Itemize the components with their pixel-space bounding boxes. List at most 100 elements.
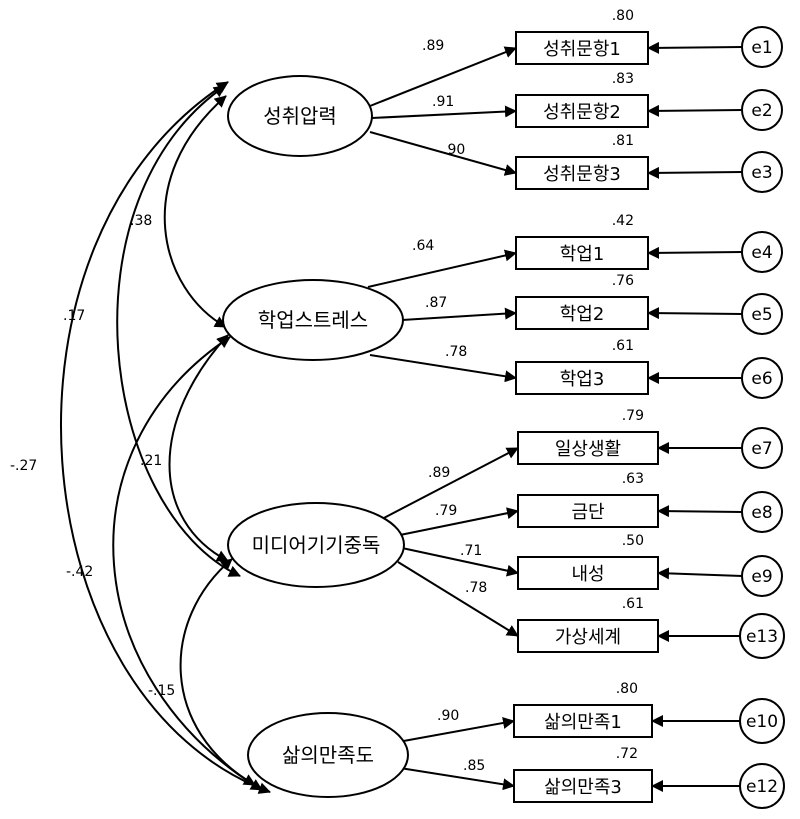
error-arrow-e3 xyxy=(647,166,743,179)
latent-ellipse-l1 xyxy=(227,75,373,157)
error-label-e2: e2 xyxy=(751,101,772,121)
indicator-box-o12 xyxy=(513,769,653,803)
indicator-label-o5: 학업2 xyxy=(560,304,605,325)
loading-label-o3: .90 xyxy=(443,142,465,158)
correlation-arrow-l1-l3 xyxy=(116,85,241,577)
loading-arrow-o9 xyxy=(401,547,519,577)
node-layer: e1e2e3e4e5e6e7e8e9e13e10e12성취압력학업스트레스미디어… xyxy=(222,26,785,809)
loading-arrow-o5 xyxy=(401,307,517,321)
error-label-e8: e8 xyxy=(751,503,772,523)
r-squared-label-o10: .80 xyxy=(616,681,638,697)
error-label-e13: e13 xyxy=(746,627,778,647)
loading-arrow-o1 xyxy=(369,46,517,107)
r-squared-label-o2: .83 xyxy=(612,71,634,87)
latent-label-l4: 삶의만족도 xyxy=(282,743,374,767)
error-arrow-e5 xyxy=(647,307,743,320)
error-term-e4 xyxy=(741,231,783,273)
r-squared-label-o4: .42 xyxy=(612,213,634,229)
loading-arrow-o4 xyxy=(367,249,517,288)
path-layer xyxy=(367,41,743,792)
error-term-e1 xyxy=(741,26,783,68)
indicator-label-o12: 삶의만족3 xyxy=(544,777,622,798)
correlation-label-l1-l4: -.27 xyxy=(10,458,37,474)
r-squared-label-o3: .81 xyxy=(612,133,634,149)
indicator-box-o9 xyxy=(517,556,659,590)
error-term-e2 xyxy=(741,89,783,131)
error-arrow-e9 xyxy=(657,567,743,580)
indicator-label-o8: 금단 xyxy=(571,502,604,523)
error-label-e10: e10 xyxy=(746,712,778,732)
error-term-e3 xyxy=(741,151,783,193)
loading-label-o12: .85 xyxy=(463,758,485,774)
r-squared-label-o1: .80 xyxy=(612,8,634,24)
loading-arrow-o12 xyxy=(399,767,515,791)
error-label-e9: e9 xyxy=(751,567,772,587)
latent-label-l1: 성취압력 xyxy=(263,104,337,128)
r-squared-label-o12: .72 xyxy=(616,746,638,762)
indicator-box-o4 xyxy=(515,236,649,270)
loading-arrow-o7 xyxy=(379,447,519,521)
loading-arrow-o3 xyxy=(369,131,517,176)
loading-arrow-o10 xyxy=(397,717,515,743)
r-squared-label-o9: .50 xyxy=(622,533,644,549)
loading-label-o8: .79 xyxy=(435,503,457,519)
loading-label-o4: .64 xyxy=(412,238,434,254)
loading-arrow-o8 xyxy=(399,507,519,536)
correlation-label-l2-l4: -.42 xyxy=(66,564,93,580)
error-arrow-e8 xyxy=(657,505,743,518)
correlation-arrow-l2-l3 xyxy=(168,334,229,562)
error-term-e6 xyxy=(741,357,783,399)
indicator-box-o5 xyxy=(515,296,649,330)
loading-label-o7: .89 xyxy=(428,465,450,481)
indicator-box-o10 xyxy=(513,704,653,738)
error-arrow-e4 xyxy=(647,246,743,259)
loading-label-o2: .91 xyxy=(432,94,454,110)
error-term-e9 xyxy=(741,555,783,597)
r-squared-label-o7: .79 xyxy=(622,408,644,424)
error-label-e5: e5 xyxy=(751,305,772,325)
r-squared-label-o8: .63 xyxy=(622,471,644,487)
loading-label-o13: .78 xyxy=(465,580,487,596)
indicator-label-o9: 내성 xyxy=(571,564,604,585)
indicator-box-o7 xyxy=(517,431,659,465)
r-squared-label-o6: .61 xyxy=(612,338,634,354)
loading-label-o1: .89 xyxy=(422,38,444,54)
latent-label-l2: 학업스트레스 xyxy=(258,308,368,332)
error-label-e1: e1 xyxy=(751,38,772,58)
error-label-e12: e12 xyxy=(746,777,778,797)
indicator-box-o6 xyxy=(515,361,649,395)
r-squared-label-o13: .61 xyxy=(622,596,644,612)
coefficient-layer: .38.17-.27.21-.42-.15.89.91.90.64.87.78.… xyxy=(10,8,644,774)
indicator-label-o10: 삶의만족1 xyxy=(544,712,622,733)
indicator-label-o4: 학업1 xyxy=(560,244,605,265)
error-label-e7: e7 xyxy=(751,439,772,459)
error-term-e12 xyxy=(739,763,785,809)
loading-arrow-o6 xyxy=(369,354,517,383)
correlation-arrow-l1-l2 xyxy=(163,95,227,328)
correlation-label-l1-l3: .17 xyxy=(63,308,85,324)
correlation-label-l2-l3: .21 xyxy=(140,453,162,469)
correlation-arrow-l3-l4 xyxy=(179,558,256,786)
error-term-e8 xyxy=(741,491,783,533)
loading-label-o6: .78 xyxy=(445,344,467,360)
error-arrow-e2 xyxy=(647,104,743,117)
indicator-label-o6: 학업3 xyxy=(560,369,605,390)
latent-ellipse-l3 xyxy=(227,502,405,588)
correlation-label-l1-l2: .38 xyxy=(130,213,152,229)
r-squared-label-o5: .76 xyxy=(612,273,634,289)
error-term-e5 xyxy=(741,293,783,335)
error-arrow-e1 xyxy=(647,41,743,54)
indicator-label-o3: 성취문항3 xyxy=(543,164,621,185)
indicator-label-o13: 가상세계 xyxy=(555,627,621,648)
correlation-label-l3-l4: -.15 xyxy=(148,683,175,699)
indicator-label-o1: 성취문항1 xyxy=(543,39,621,60)
latent-label-l3: 미디어기기중독 xyxy=(252,533,381,557)
indicator-box-o1 xyxy=(515,31,649,65)
loading-arrow-o2 xyxy=(371,105,517,119)
indicator-box-o13 xyxy=(517,619,659,653)
loading-arrow-o13 xyxy=(397,561,519,637)
indicator-label-o7: 일상생활 xyxy=(555,439,621,460)
indicator-box-o2 xyxy=(515,94,649,128)
error-term-e10 xyxy=(739,698,785,744)
